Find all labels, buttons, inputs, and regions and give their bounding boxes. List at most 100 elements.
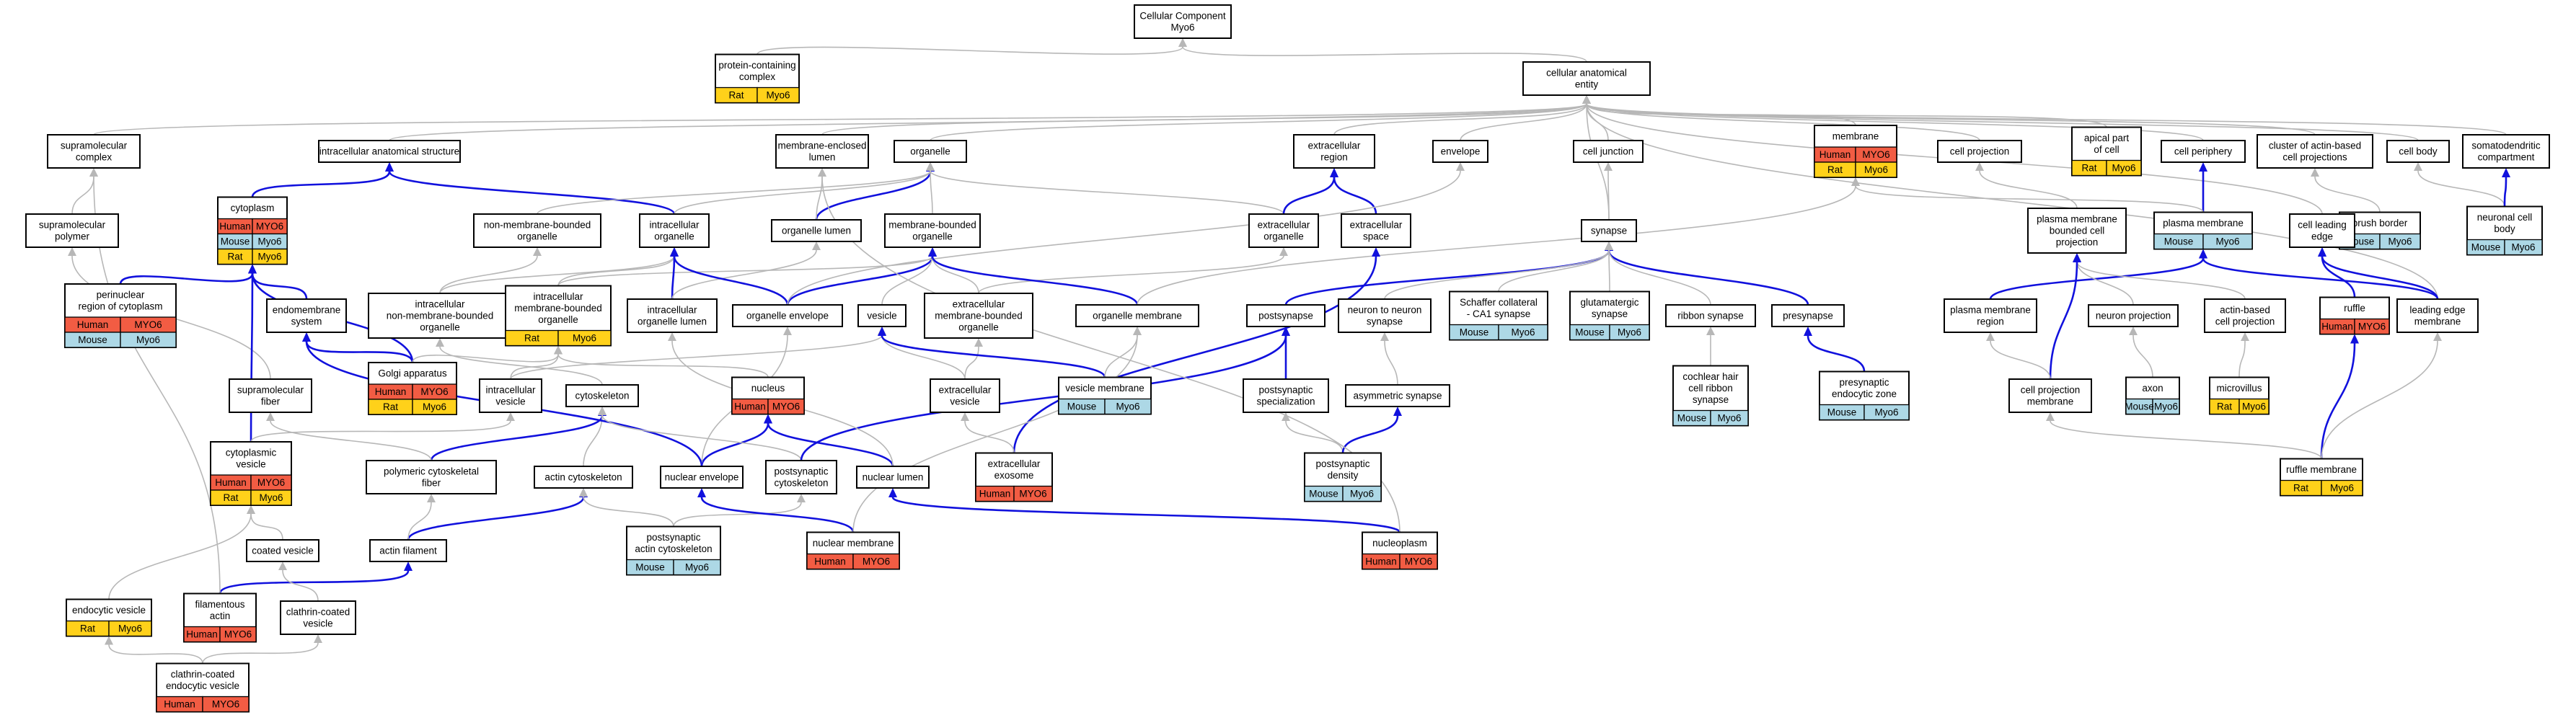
node-coatedves[interactable]: coated vesicle <box>246 539 319 562</box>
node-cellproj[interactable]: cell projection <box>1937 140 2022 163</box>
node-cellbody[interactable]: cell body <box>2386 140 2450 163</box>
node-actincyto[interactable]: actin cytoskeleton <box>534 466 633 489</box>
badge-gene-cell <box>2504 239 2543 256</box>
node-cellper[interactable]: cell periphery <box>2161 140 2246 163</box>
edge-postactin-to-actincyto <box>579 488 674 527</box>
arrowhead-icon <box>888 488 897 497</box>
badge-gene-label: MYO6 <box>1862 149 1889 160</box>
node-frame <box>318 140 461 163</box>
node-actinfil[interactable]: actin filament <box>369 539 447 562</box>
node-presyn[interactable]: presynapse <box>1771 304 1845 327</box>
arrowhead-icon <box>2414 162 2422 171</box>
node-ias[interactable]: intracellular anatomical structure <box>318 140 461 163</box>
node-envelope[interactable]: envelope <box>1432 140 1488 163</box>
node-vesicle[interactable]: vesicle <box>857 304 907 327</box>
node-label-line: extracellular <box>988 458 1041 469</box>
node-ribbon[interactable]: ribbon synapse <box>1665 304 1756 327</box>
edge-line <box>931 256 1139 306</box>
node-orglumen[interactable]: organelle lumen <box>771 219 862 242</box>
badge-gene-label: Myo6 <box>1350 489 1374 499</box>
node-inmbo[interactable]: intracellularnon-membrane-boundedorganel… <box>368 293 512 339</box>
badge-gene-label: Myo6 <box>118 623 142 634</box>
edge-orgmem-to-mbo <box>928 247 1139 306</box>
node-neuproj[interactable]: neuron projection <box>2088 304 2179 327</box>
node-synapse[interactable]: synapse <box>1581 219 1637 242</box>
node-cytoskel[interactable]: cytoskeleton <box>565 384 639 407</box>
node-nucenv[interactable]: nuclear envelope <box>660 466 744 489</box>
node-imbo[interactable]: intracellularmembrane-boundedorganelleRa… <box>505 285 612 347</box>
node-orgmem[interactable]: organelle membrane <box>1075 304 1199 327</box>
node-organelle[interactable]: organelle <box>894 140 967 163</box>
badge-gene-label: MYO6 <box>256 221 283 232</box>
node-asymsyn[interactable]: asymmetric synapse <box>1345 384 1450 407</box>
node-celljunc[interactable]: cell junction <box>1573 140 1644 163</box>
edge-imbo-to-mbo <box>557 247 937 286</box>
node-nuclumen[interactable]: nuclear lumen <box>856 466 930 489</box>
node-label-line: Golgi apparatus <box>378 368 447 379</box>
node-label-line: extracellular <box>1258 220 1310 231</box>
node-postsyn[interactable]: postsynapse <box>1246 304 1326 327</box>
node-orgenv[interactable]: organelle envelope <box>732 304 843 327</box>
edge-line <box>412 354 559 363</box>
